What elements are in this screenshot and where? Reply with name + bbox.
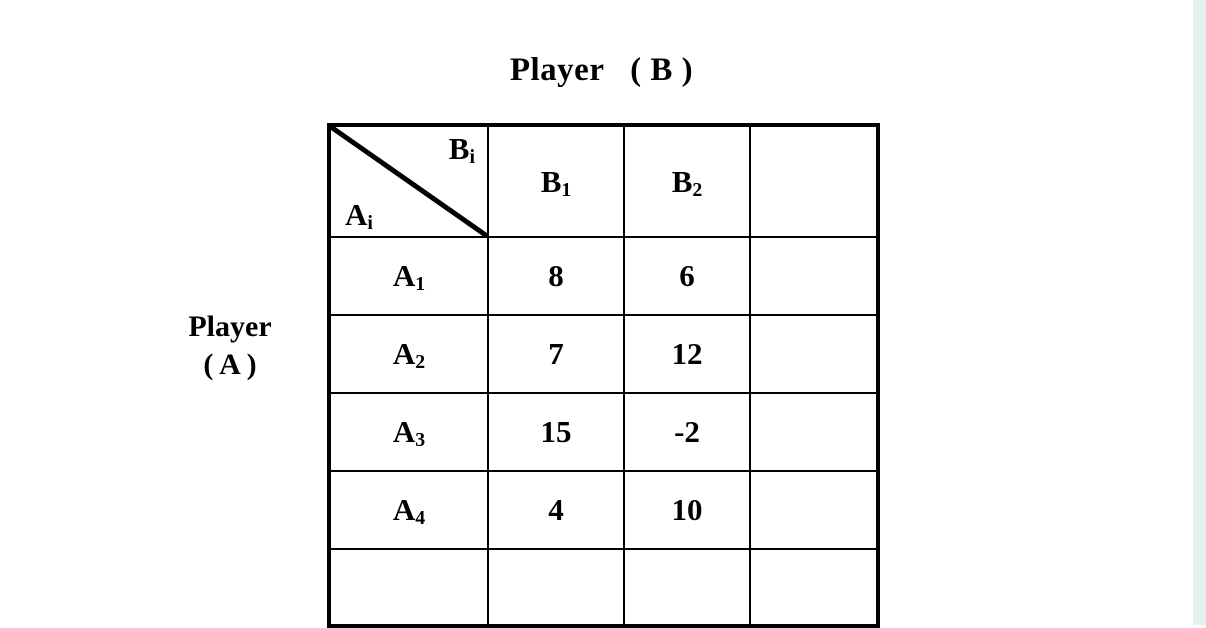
corner-label-columns-sub: i	[469, 146, 475, 169]
cell-blank-b1	[487, 548, 625, 627]
row-header-a4-sub: 4	[415, 507, 426, 530]
row-header-a4-base: A	[392, 492, 416, 527]
row-player-title: Player ( A )	[140, 308, 320, 385]
table-row: A2 7 12	[328, 314, 879, 394]
table-row: A3 15 -2	[328, 392, 879, 472]
cell-a2-blank	[749, 314, 879, 394]
corner-label-columns: Bi	[448, 131, 475, 167]
column-header-b2: B2	[623, 124, 751, 238]
column-header-b1-sub: 1	[561, 178, 572, 201]
column-header-b1: B1	[487, 124, 625, 238]
row-header-blank	[328, 548, 489, 627]
corner-label-rows-base: A	[345, 197, 368, 232]
cell-a4-b2: 10	[623, 470, 751, 550]
diagonal-divider-icon	[331, 127, 487, 236]
corner-label-rows: Ai	[345, 197, 373, 233]
cell-blank-blank	[749, 548, 879, 627]
table-header-row: Bi Ai B1 B2	[328, 124, 879, 238]
right-edge-strip	[1193, 0, 1206, 625]
corner-diagonal-cell: Bi Ai	[328, 124, 489, 238]
row-header-a2: A2	[328, 314, 489, 394]
row-header-a1: A1	[328, 236, 489, 316]
row-header-a3: A3	[328, 392, 489, 472]
table-row	[328, 548, 879, 627]
cell-a4-blank	[749, 470, 879, 550]
column-header-b1-base: B	[540, 163, 562, 199]
row-player-title-line2: ( A )	[203, 348, 257, 382]
cell-blank-b2	[623, 548, 751, 627]
cell-a4-b1: 4	[487, 470, 625, 550]
table-row: A4 4 10	[328, 470, 879, 550]
column-header-b2-sub: 2	[692, 178, 703, 201]
column-header-blank	[749, 124, 879, 238]
row-player-title-line1: Player	[188, 310, 272, 343]
row-header-a3-base: A	[392, 414, 416, 449]
cell-a1-b2: 6	[623, 236, 751, 316]
row-header-a2-base: A	[392, 336, 416, 371]
cell-a1-b1: 8	[487, 236, 625, 316]
table-row: A1 8 6	[328, 236, 879, 316]
cell-a2-b1: 7	[487, 314, 625, 394]
cell-a3-b1: 15	[487, 392, 625, 472]
column-header-b2-base: B	[671, 163, 693, 199]
row-header-a1-sub: 1	[415, 273, 426, 296]
row-header-a3-sub: 3	[415, 429, 426, 452]
row-header-a1-base: A	[392, 258, 416, 293]
corner-label-rows-sub: i	[367, 212, 373, 235]
row-header-a2-sub: 2	[415, 351, 426, 374]
payoff-matrix-table: Bi Ai B1 B2 A1 8 6 A2 7 12 A3	[327, 123, 880, 628]
cell-a2-b2: 12	[623, 314, 751, 394]
column-player-title: Player ( B )	[509, 52, 694, 88]
corner-label-columns-base: B	[448, 131, 470, 166]
row-header-a4: A4	[328, 470, 489, 550]
cell-a1-blank	[749, 236, 879, 316]
cell-a3-b2: -2	[623, 392, 751, 472]
cell-a3-blank	[749, 392, 879, 472]
